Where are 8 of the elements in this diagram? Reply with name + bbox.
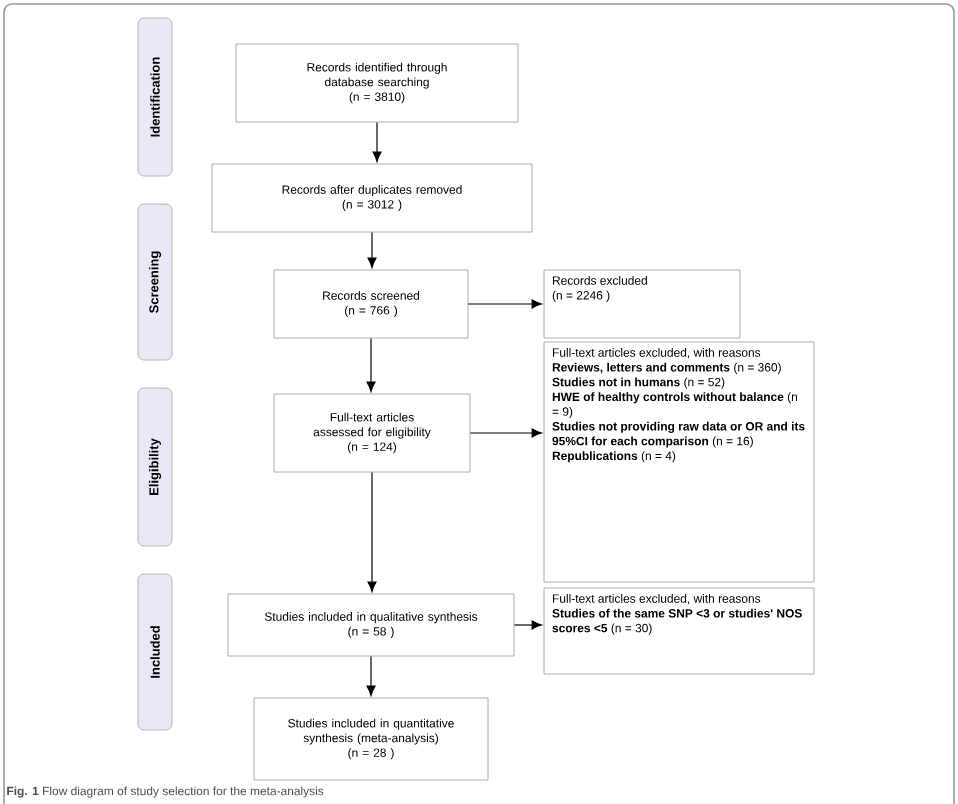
arrow — [467, 299, 542, 309]
arrow — [367, 471, 377, 592]
arrow — [469, 428, 542, 438]
arrow — [513, 620, 542, 630]
arrow — [367, 231, 377, 268]
arrow — [366, 337, 376, 392]
arrow — [366, 655, 376, 696]
arrow — [372, 121, 382, 162]
